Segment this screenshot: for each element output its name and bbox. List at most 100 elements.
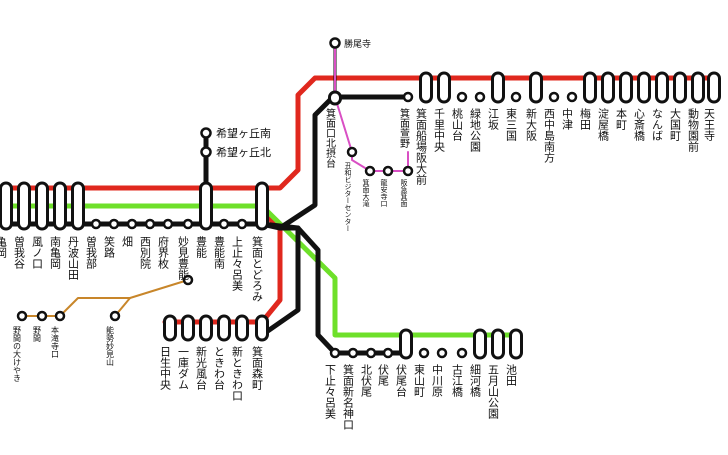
station-ichiko_dam[interactable]: [181, 314, 195, 342]
station-mino_senba[interactable]: [402, 91, 414, 103]
station-tennoji[interactable]: [707, 71, 721, 104]
station-nakatsu[interactable]: [566, 91, 578, 103]
station-markers: [0, 37, 721, 360]
station-mino_funaba[interactable]: [419, 71, 433, 104]
label-tennoji: 天王寺: [703, 108, 716, 141]
label-kasamichi: 笑路: [103, 235, 116, 259]
label-kaname: 丑和ビジターセンター: [344, 162, 352, 232]
station-ryokuchi_koen[interactable]: [474, 91, 486, 103]
station-toyono_minami[interactable]: [218, 218, 230, 230]
station-senri_chuo[interactable]: [437, 71, 451, 104]
label-kitafushio: 北伏尾: [360, 364, 373, 397]
station-mino_todoromi[interactable]: [255, 181, 269, 231]
station-minami_kameoka[interactable]: [53, 181, 67, 231]
label-momoyamadai: 桃山台: [451, 107, 464, 141]
label-fushiodai: 伏尾台: [395, 363, 408, 397]
label-namba: なんば: [651, 108, 664, 141]
station-nakagawara[interactable]: [436, 347, 448, 359]
station-mino_ootaki[interactable]: [364, 165, 376, 177]
label-mino_ootaki: 箕面大滝: [362, 178, 370, 208]
black-line-morimachi: [259, 225, 301, 338]
station-dobutsuen_mae[interactable]: [691, 71, 705, 104]
label-shimo_todoromi: 下止々呂美: [324, 364, 337, 419]
station-kameoka[interactable]: [0, 181, 13, 231]
label-satsukiyama: 五月山公園: [487, 364, 500, 420]
station-esaka[interactable]: [491, 71, 505, 104]
label-gasa: 龍安寺口: [380, 178, 388, 207]
station-higashiyama[interactable]: [418, 347, 430, 359]
station-hata[interactable]: [126, 218, 138, 230]
label-tokiwadai: ときわ台: [213, 346, 226, 390]
station-shinsaibashi[interactable]: [637, 71, 651, 104]
station-satsukiyama[interactable]: [491, 328, 505, 360]
station-kitafushio[interactable]: [365, 347, 377, 359]
station-daikokucho[interactable]: [673, 71, 687, 104]
label-mino_shin_meishin: 箕面新名神口: [342, 363, 355, 430]
station-shimo_todoromi[interactable]: [329, 347, 341, 359]
label-shin_osaka: 新大阪: [525, 107, 538, 142]
station-kameoka_sogabe[interactable]: [17, 181, 31, 231]
station-myoken[interactable]: [182, 274, 194, 286]
station-kazenokuchi[interactable]: [35, 181, 49, 231]
station-noma[interactable]: [36, 310, 48, 322]
station-shin_osaka[interactable]: [529, 71, 543, 104]
label-fushimakizaka: 府界枚: [157, 235, 170, 270]
station-fushio[interactable]: [382, 347, 394, 359]
label-esaka: 江坂: [487, 108, 500, 131]
label-nakatsu: 中津: [561, 108, 574, 130]
label-noma: 野間: [33, 326, 42, 343]
station-myoken[interactable]: [182, 218, 194, 230]
station-toyono[interactable]: [199, 181, 213, 231]
label-mino_funaba: 箕面船場阪大前: [415, 107, 428, 186]
station-kaname[interactable]: [346, 146, 358, 158]
red-line: [3, 75, 715, 191]
label-nishibetsuin: 西別院: [139, 236, 152, 269]
station-honmachi[interactable]: [619, 71, 633, 104]
station-hosogo[interactable]: [473, 328, 487, 360]
station-tokiwadai[interactable]: [217, 314, 231, 342]
station-hankyu_mino[interactable]: [402, 165, 414, 177]
station-nose_myokensan[interactable]: [109, 310, 121, 322]
station-gasa[interactable]: [382, 165, 394, 177]
station-motomitsuji[interactable]: [54, 310, 66, 322]
label-ryokuchi_koen: 緑地公園: [469, 107, 482, 153]
station-kamitodoromi[interactable]: [236, 218, 248, 230]
label-nose_myokensan: 能勢妙見山: [106, 325, 115, 367]
station-fushiodai[interactable]: [399, 328, 413, 360]
station-furuebashi[interactable]: [456, 347, 468, 359]
station-kibougaoka_minami[interactable]: [200, 127, 212, 139]
label-sogabe: 曽我部: [85, 235, 98, 269]
station-fushimakizaka[interactable]: [162, 218, 174, 230]
station-tanba_yamada[interactable]: [71, 181, 85, 231]
station-higashi_mikuni[interactable]: [510, 91, 522, 103]
station-mino_morimachi[interactable]: [255, 314, 269, 342]
station-sogabe[interactable]: [90, 218, 102, 230]
station-hiyoshi_chuo[interactable]: [163, 314, 177, 342]
label-kazenokuchi: 風ノ口: [31, 236, 44, 269]
station-momoyamadai[interactable]: [456, 91, 468, 103]
label-kameoka: 亀岡: [0, 235, 8, 259]
station-mino_shin_meishin[interactable]: [347, 347, 359, 359]
station-nose_ookiyaki[interactable]: [16, 310, 28, 322]
station-umeda[interactable]: [583, 71, 597, 104]
label-nishinakajima: 西中島南方: [543, 108, 556, 163]
station-yodoyabashi[interactable]: [601, 71, 615, 104]
label-kibougaoka_minami: 希望ヶ丘南: [216, 126, 271, 140]
label-senri_chuo: 千里中央: [433, 108, 446, 153]
label-yodoyabashi: 淀屋橋: [597, 107, 610, 142]
station-katsuoji[interactable]: [329, 37, 341, 49]
station-kibougaoka_kita[interactable]: [200, 146, 212, 158]
station-ikeda[interactable]: [509, 328, 523, 360]
station-shinko_fudai[interactable]: [199, 314, 213, 342]
label-higashi_mikuni: 東三国: [505, 108, 518, 142]
station-namba[interactable]: [655, 71, 669, 104]
station-nishibetsuin[interactable]: [144, 218, 156, 230]
station-kasamichi[interactable]: [108, 218, 120, 230]
orange-line: [21, 279, 189, 317]
station-shin_tokiwaguchi[interactable]: [235, 314, 249, 342]
label-katsuoji: 勝尾寺: [344, 38, 371, 50]
station-mino_kita[interactable]: [328, 90, 342, 106]
label-furuebashi: 古江橋: [451, 364, 464, 398]
label-hosogo: 細河橋: [469, 364, 482, 398]
station-nishinakajima[interactable]: [548, 91, 560, 103]
